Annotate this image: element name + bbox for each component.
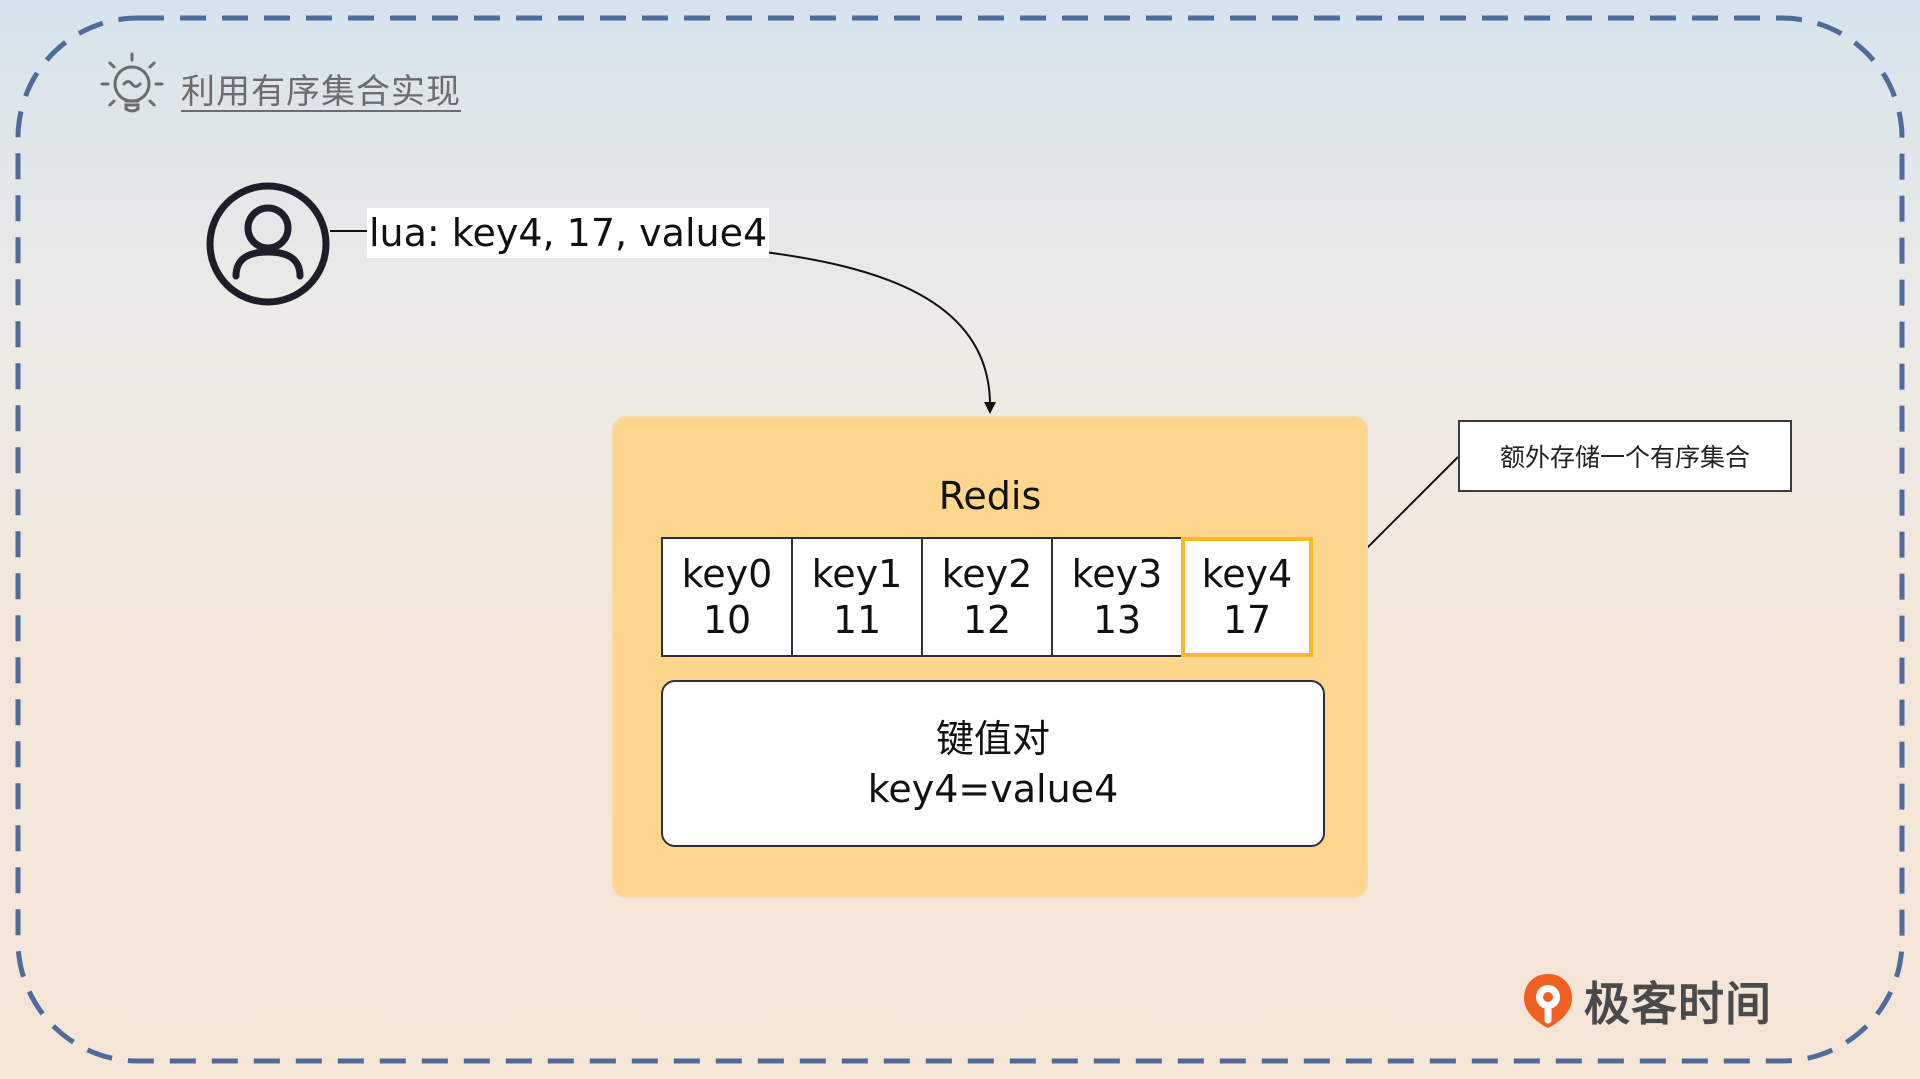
cell-key: key1 bbox=[811, 552, 903, 596]
note-box: 额外存储一个有序集合 bbox=[1458, 420, 1792, 492]
cell-score: 13 bbox=[1092, 598, 1142, 642]
cell-key: key0 bbox=[681, 552, 773, 596]
kv-store: 键值对 key4=value4 bbox=[661, 680, 1325, 847]
sorted-set-cell: key0 10 bbox=[661, 537, 793, 657]
cell-key: key3 bbox=[1071, 552, 1163, 596]
command-label: lua: key4, 17, value4 bbox=[367, 208, 770, 258]
cell-key: key2 bbox=[941, 552, 1033, 596]
sorted-set-cell: key3 13 bbox=[1051, 537, 1183, 657]
lightbulb-icon bbox=[96, 50, 166, 124]
page-title: 利用有序集合实现 bbox=[181, 72, 461, 112]
cell-score: 17 bbox=[1222, 598, 1272, 642]
cell-score: 10 bbox=[702, 598, 752, 642]
cell-score: 12 bbox=[962, 598, 1012, 642]
redis-title: Redis bbox=[938, 474, 1042, 518]
command-arrow bbox=[747, 249, 991, 406]
redis-container: Redis key0 10 key1 11 key2 12 key3 13 ke… bbox=[612, 416, 1368, 898]
geektime-logo: 极客时间 bbox=[1520, 968, 1772, 1034]
sorted-set-cell-highlighted: key4 17 bbox=[1181, 537, 1313, 657]
sorted-set: key0 10 key1 11 key2 12 key3 13 key4 17 bbox=[661, 537, 1313, 657]
sorted-set-cell: key2 12 bbox=[921, 537, 1053, 657]
sorted-set-cell: key1 11 bbox=[791, 537, 923, 657]
cell-key: key4 bbox=[1201, 552, 1293, 596]
kv-store-entry: key4=value4 bbox=[867, 766, 1119, 811]
kv-store-title: 键值对 bbox=[935, 716, 1050, 761]
cell-score: 11 bbox=[832, 598, 882, 642]
user-icon bbox=[204, 180, 332, 312]
geektime-logo-icon bbox=[1524, 974, 1572, 1028]
logo-text: 极客时间 bbox=[1584, 977, 1772, 1031]
